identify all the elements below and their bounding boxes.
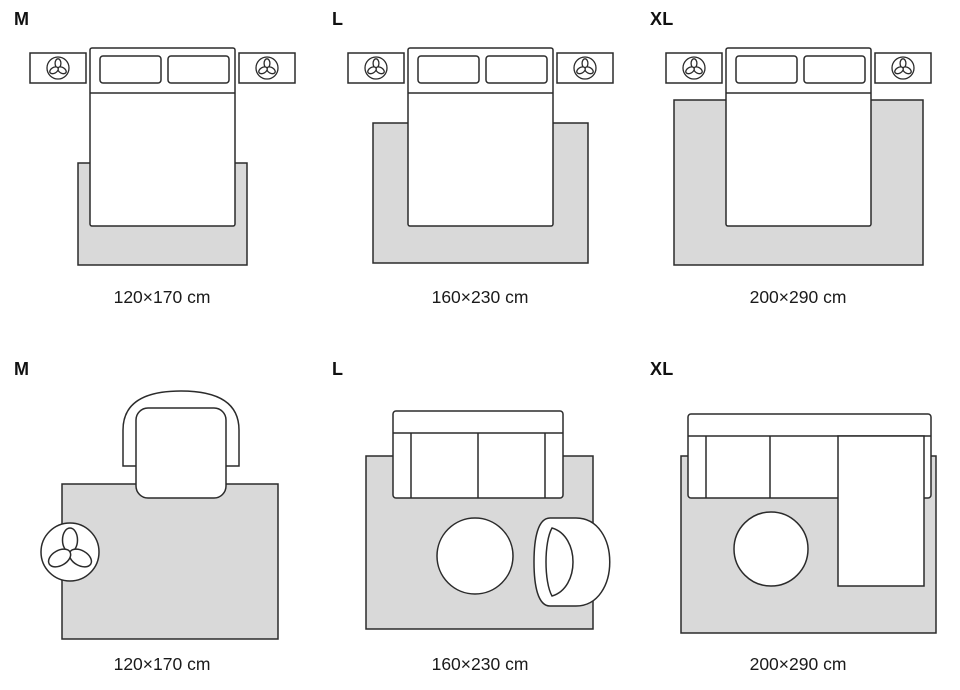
plant-icon (255, 56, 279, 80)
plant-icon (891, 56, 915, 80)
bedroom-scene-xl (665, 47, 932, 266)
plant-icon (40, 522, 100, 582)
living-scene-xl (680, 413, 937, 634)
living-panel-m: M 120×170 cm (10, 356, 314, 675)
size-caption: 160×230 cm (431, 654, 529, 674)
armchair (122, 390, 240, 499)
living-scene-m (40, 390, 279, 640)
size-caption: 120×170 cm (113, 654, 211, 674)
armchair-seat (135, 407, 227, 499)
pillow (99, 55, 162, 84)
armchair (533, 517, 611, 607)
size-caption: 120×170 cm (113, 287, 211, 307)
living-scene-l (365, 410, 611, 630)
size-caption: 160×230 cm (431, 287, 529, 307)
sectional-sofa (687, 413, 932, 587)
pillow (485, 55, 548, 84)
size-label: L (332, 359, 344, 379)
bedroom-panel-m: M (10, 6, 314, 308)
living-panel-l: L 160 (328, 356, 632, 675)
bedroom-panel-xl: XL (646, 6, 950, 308)
pillow (417, 55, 480, 84)
nightstand-right (238, 52, 296, 84)
bedroom-row: M (10, 6, 950, 308)
pillow (735, 55, 798, 84)
size-label: XL (650, 359, 674, 379)
living-room-row: M 120×170 cm (10, 356, 950, 675)
living-panel-xl: XL 200×290 cm (646, 356, 950, 675)
size-caption: 200×290 cm (749, 287, 847, 307)
coffee-table (733, 511, 809, 587)
nightstand-right (874, 52, 932, 84)
pillow (803, 55, 866, 84)
nightstand-left (665, 52, 723, 84)
plant-icon (573, 56, 597, 80)
bedroom-scene-l (347, 47, 614, 264)
bedroom-panel-l: L (328, 6, 632, 308)
sofa (392, 410, 564, 499)
bed (89, 47, 236, 227)
size-label: L (332, 9, 344, 29)
chaise (837, 435, 925, 587)
plant-icon (682, 56, 706, 80)
size-label: M (14, 9, 30, 29)
plant-icon (46, 56, 70, 80)
nightstand-right (556, 52, 614, 84)
nightstand-left (347, 52, 405, 84)
bed (725, 47, 872, 227)
nightstand-left (29, 52, 87, 84)
armchair-seat (545, 527, 574, 597)
bedroom-scene-m (29, 47, 296, 266)
size-caption: 200×290 cm (749, 654, 847, 674)
pillow (167, 55, 230, 84)
size-label: M (14, 359, 30, 379)
plant-icon (364, 56, 388, 80)
size-label: XL (650, 9, 674, 29)
coffee-table (436, 517, 514, 595)
bed (407, 47, 554, 227)
